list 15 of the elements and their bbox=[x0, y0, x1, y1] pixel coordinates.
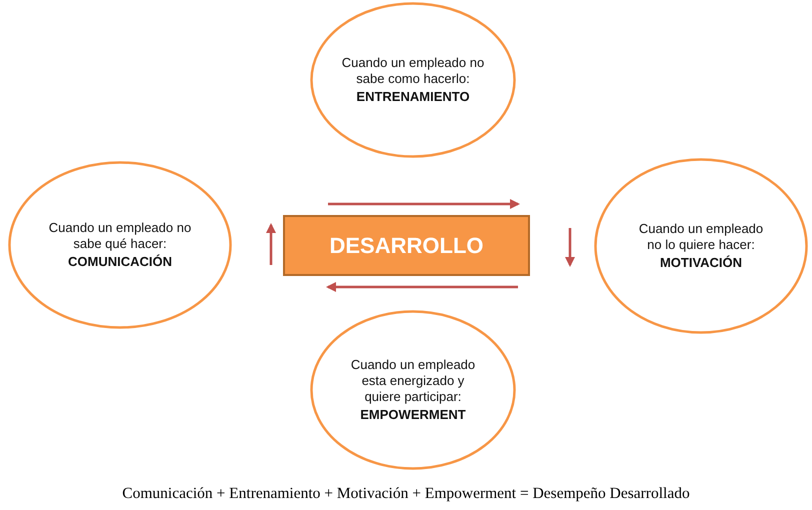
ellipse-node bbox=[594, 158, 808, 334]
ellipse-node bbox=[310, 2, 516, 158]
ellipse-node bbox=[8, 161, 232, 329]
node-text: Cuando un empleado no sabe como hacerlo: bbox=[340, 55, 486, 87]
node-text: Cuando un empleado esta energizado y quiere participar: bbox=[350, 357, 476, 405]
node-heading: EMPOWERMENT bbox=[360, 407, 466, 423]
caption: Comunicación + Entrenamiento + Motivación + Empowerment = Desempeño Desarrollado bbox=[121, 485, 691, 503]
node-heading: MOTIVACIÓN bbox=[660, 255, 742, 271]
node-text: Cuando un empleado no sabe qué hacer: bbox=[48, 220, 192, 252]
process-box bbox=[283, 215, 530, 276]
node-heading: ENTRENAMIENTO bbox=[356, 89, 470, 105]
ellipse-node bbox=[310, 310, 516, 470]
node-heading: COMUNICACIÓN bbox=[68, 254, 172, 270]
node-text: Cuando un empleado no lo quiere hacer: bbox=[638, 221, 764, 253]
box-label: DESARROLLO bbox=[330, 232, 484, 258]
